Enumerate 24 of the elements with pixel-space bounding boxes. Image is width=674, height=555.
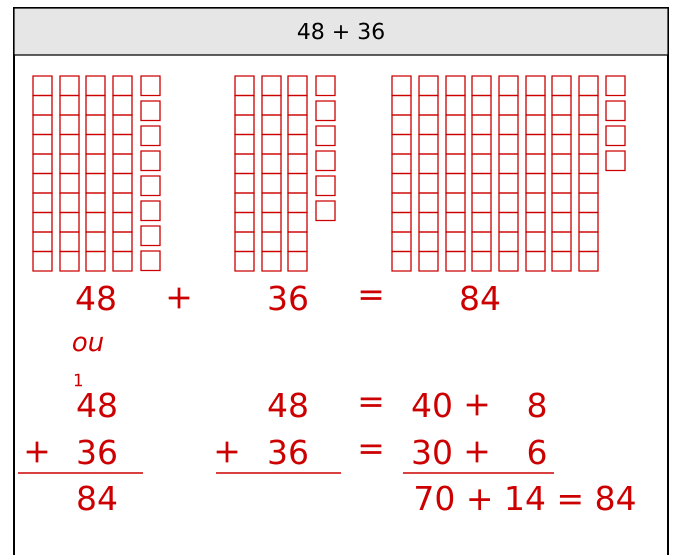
plus-sign: + (168, 288, 190, 308)
number: 36 (270, 440, 307, 464)
number: 48 (268, 392, 307, 418)
header-band: 48 + 36 (13, 7, 669, 56)
number: 6 (528, 440, 546, 464)
number: 48 (78, 392, 116, 418)
equation: 70 + 14 = 84 (416, 486, 635, 510)
plus-sign: + (466, 442, 488, 462)
number: 84 (461, 286, 500, 310)
word: ou (73, 336, 104, 352)
number: 36 (78, 440, 116, 464)
number: 36 (270, 286, 307, 310)
number: 84 (78, 486, 116, 510)
number: 48 (76, 286, 115, 310)
number: 8 (528, 392, 546, 418)
equals-sign: = (360, 398, 382, 407)
carry-digit: 1 (74, 374, 82, 386)
plus-sign: + (466, 394, 488, 416)
equals-sign: = (360, 290, 382, 300)
plus-sign: + (216, 442, 238, 462)
number: 30 (414, 440, 451, 464)
number: 40 (412, 392, 451, 418)
plus-sign: + (26, 442, 48, 462)
equals-sign: = (360, 444, 382, 454)
